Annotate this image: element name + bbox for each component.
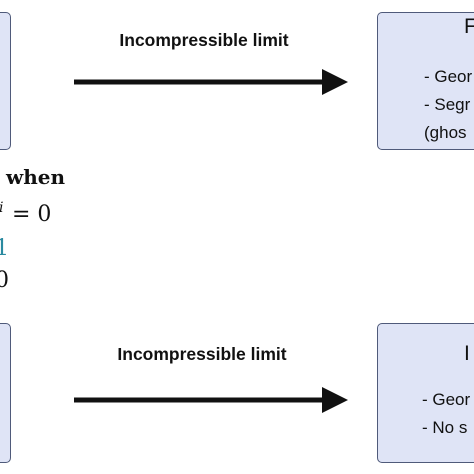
bottom-right-box: I - Geor - No s [377,323,474,463]
top-left-box [0,12,11,150]
top-arrow [74,69,348,95]
bottom-right-box-title: I [464,342,470,365]
top-right-box-line-2: - Segr [424,95,471,114]
bottom-right-box-line-1: - Geor [422,390,471,409]
top-right-box: F - Geor - Segr (ghos [377,12,474,150]
top-right-box-line-3: (ghos [424,123,467,142]
math-superscript-i: i [0,200,3,216]
bottom-left-box [0,323,11,463]
bottom-right-box-line-2: - No s [422,418,468,437]
math-condition-when: when [6,165,66,189]
top-right-box-line-1: - Geor [424,67,473,86]
bottom-arrow [74,387,348,413]
math-zero: 0 [0,268,9,293]
top-right-box-title: F [464,15,474,39]
top-arrow-label: Incompressible limit [119,30,289,50]
bottom-arrow-label: Incompressible limit [117,344,287,364]
math-teal-one: 1 [0,236,9,261]
math-equation-equals-zero: = 0 [12,202,52,227]
